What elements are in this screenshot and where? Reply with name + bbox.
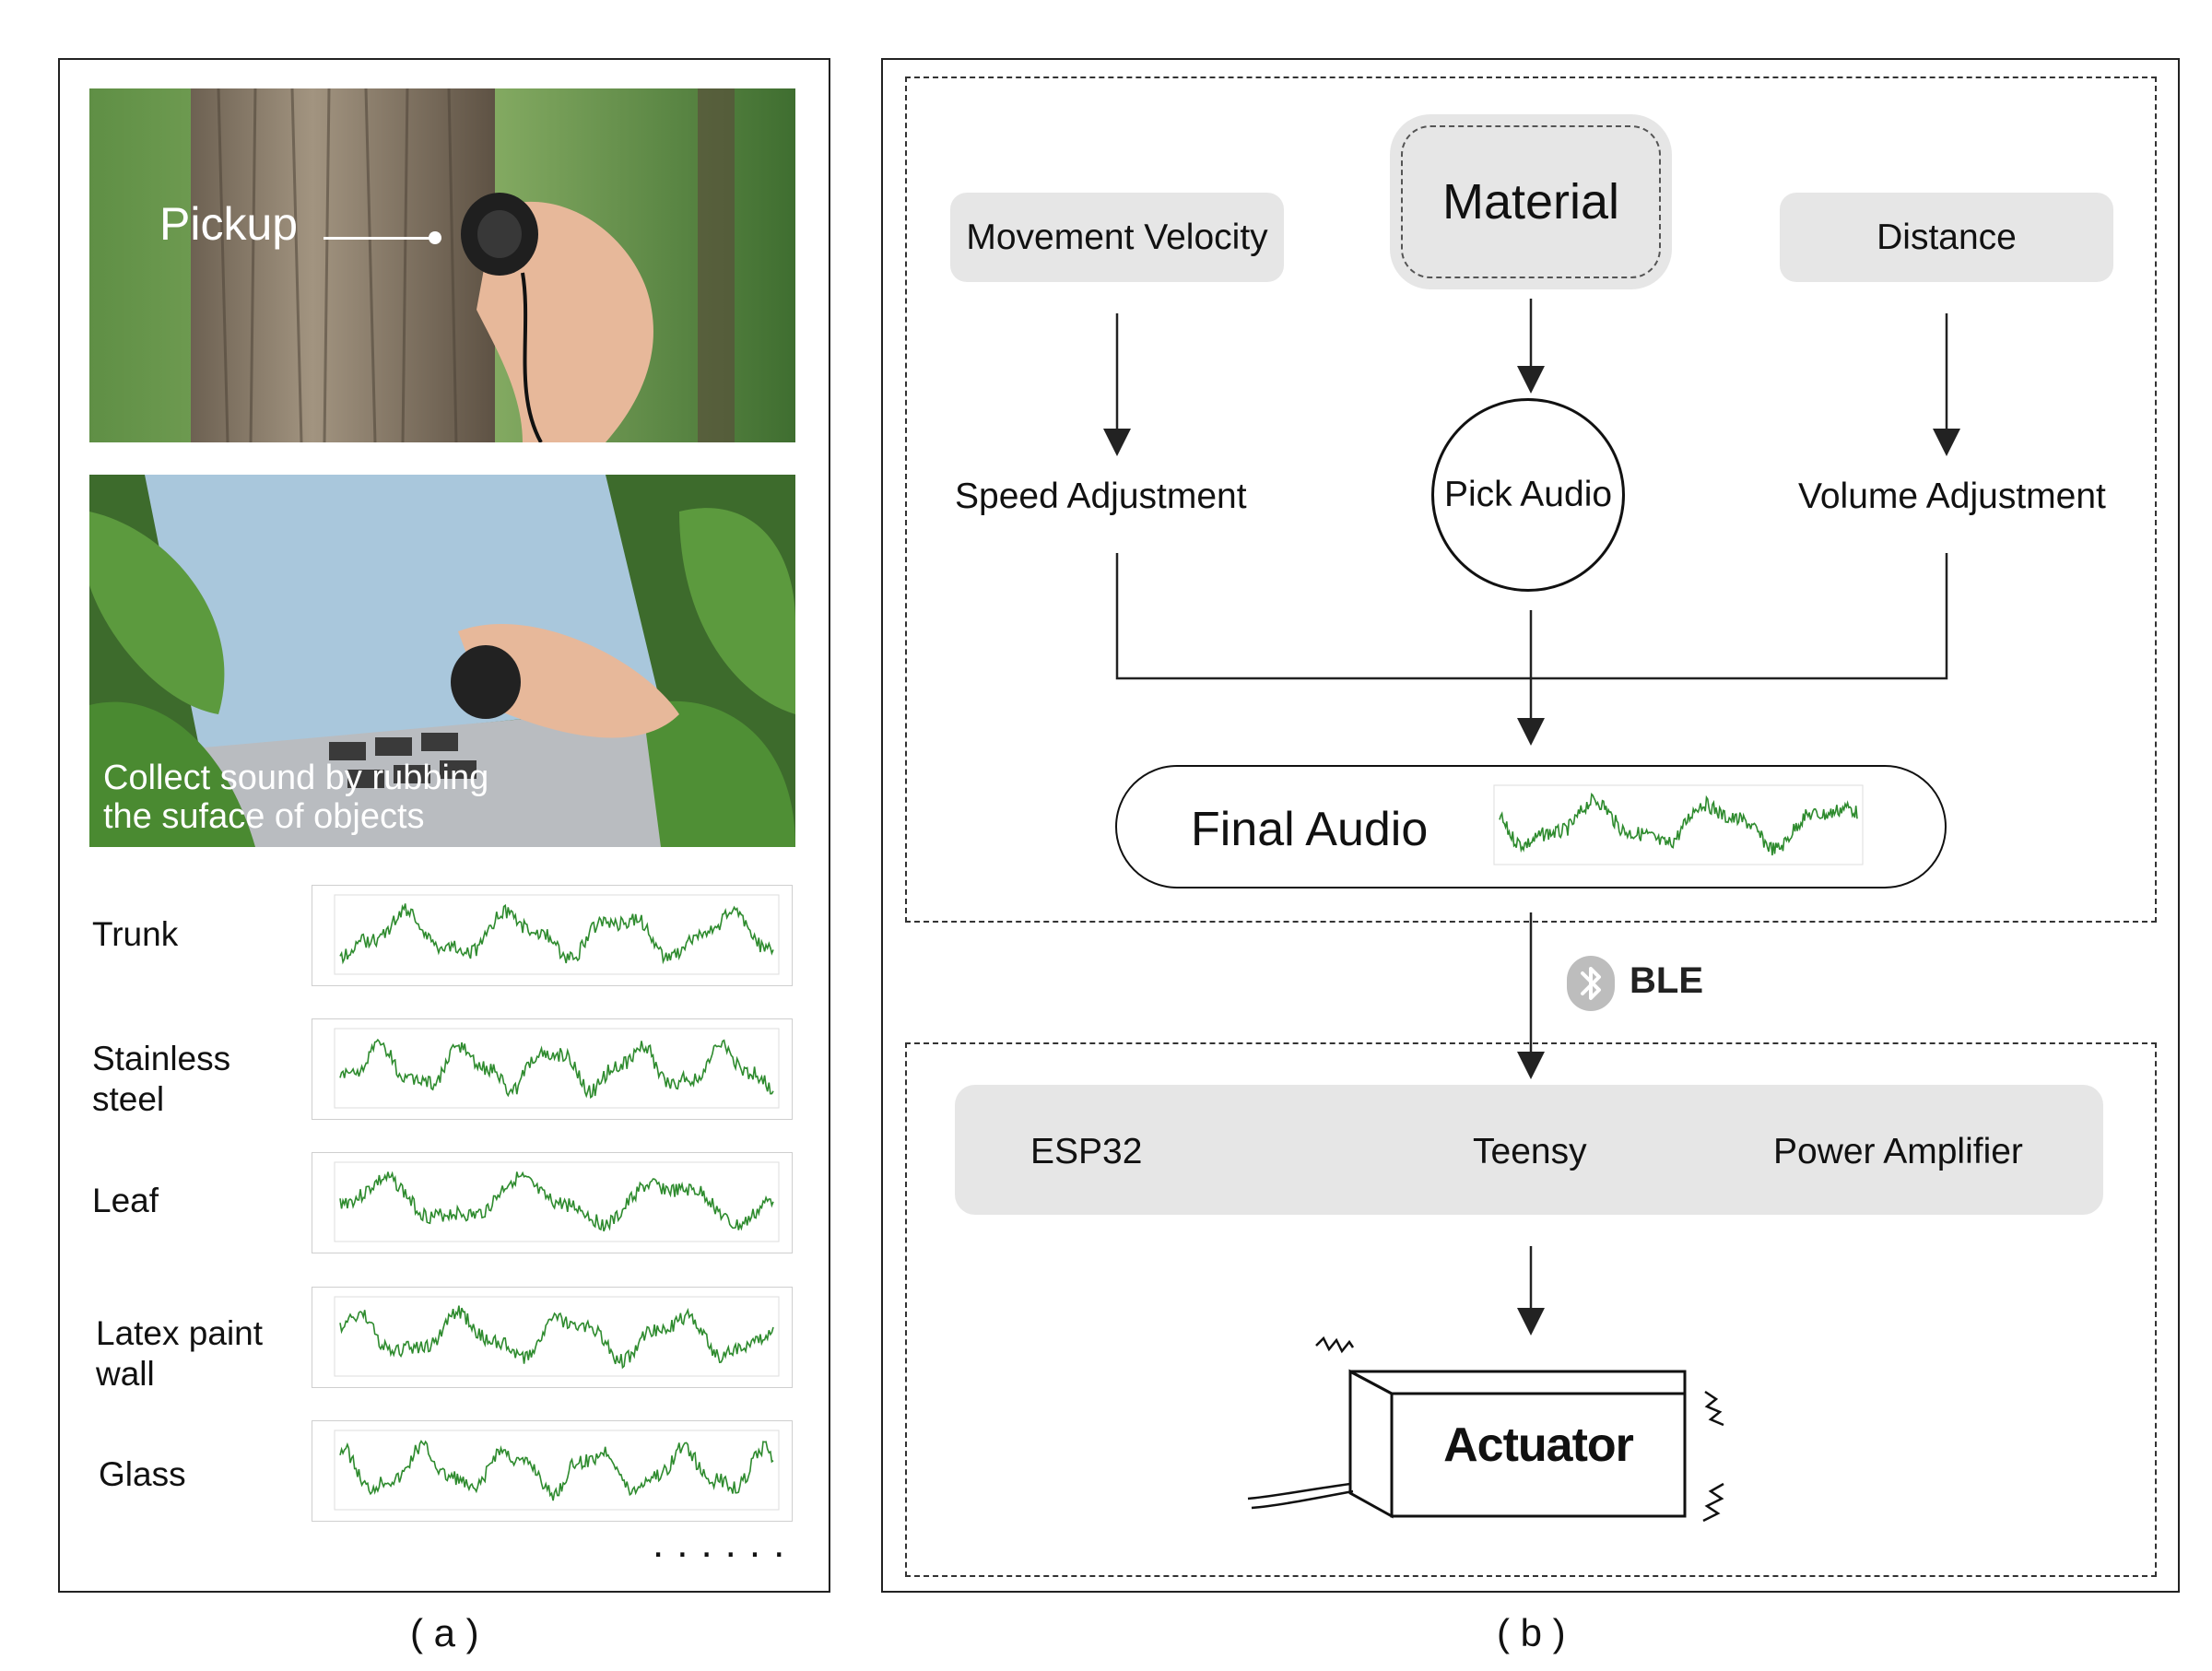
waveform-trace	[1499, 792, 1858, 856]
ble-label: BLE	[1630, 960, 1703, 1001]
power-amplifier-label: Power Amplifier	[1773, 1132, 2023, 1171]
caption-a: ( a )	[410, 1611, 479, 1654]
pickup-photo-illustration	[89, 88, 795, 442]
actuator-illustration	[1247, 1336, 1724, 1523]
pickup-label: Pickup	[159, 198, 299, 250]
waveform-trace	[339, 903, 774, 965]
pick-audio-label: Pick Audio	[1443, 475, 1613, 514]
waveform-trace	[339, 1038, 774, 1100]
panel-b	[881, 58, 2180, 1593]
pick-audio-node: Pick Audio	[1431, 398, 1625, 592]
waveform-stainless-steel-plot	[334, 1028, 780, 1109]
material-label-latex-paint-wall: Latex paint wall	[96, 1314, 264, 1393]
waveform-axes	[334, 1296, 780, 1377]
actuator-label: Actuator	[1443, 1418, 1634, 1472]
pickup-pointer-dot	[429, 231, 441, 244]
final-audio-waveform	[1493, 784, 1864, 865]
pickup-pointer-line	[324, 237, 434, 240]
esp32-label: ESP32	[1030, 1132, 1143, 1171]
waveform-trace	[339, 1440, 774, 1501]
collect-sound-photo-illustration	[89, 475, 795, 847]
waveform-axes	[334, 1161, 780, 1242]
material-node: Material	[1390, 114, 1672, 289]
bluetooth-glyph	[1581, 967, 1601, 1000]
waveform-latex-paint-wall-plot	[334, 1296, 780, 1377]
distance-node: Distance	[1780, 193, 2113, 282]
waveform-trace	[339, 1171, 774, 1232]
volume-adjustment-label: Volume Adjustment	[1798, 477, 2106, 516]
collect-sound-label: Collect sound by rubbing the suface of o…	[103, 759, 489, 836]
teensy-label: Teensy	[1473, 1132, 1587, 1171]
bluetooth-icon	[1567, 956, 1615, 1011]
movement-velocity-node: Movement Velocity	[950, 193, 1284, 282]
waveform-axes	[334, 1430, 780, 1511]
collect-sound-photo: Collect sound by rubbing the suface of o…	[89, 475, 795, 847]
waveform-stainless-steel	[312, 1018, 793, 1120]
waveform-leaf-plot	[334, 1161, 780, 1242]
final-audio-label: Final Audio	[1191, 803, 1429, 856]
waveform-glass-plot	[334, 1430, 780, 1511]
material-label-stainless-steel: Stainless steel	[92, 1040, 231, 1118]
more-materials-ellipsis: ......	[653, 1521, 798, 1566]
waveform-axes	[334, 894, 780, 975]
speed-adjustment-label: Speed Adjustment	[955, 477, 1247, 516]
caption-b: ( b )	[1497, 1611, 1566, 1654]
waveform-trace	[339, 1305, 774, 1370]
waveform-trunk	[312, 885, 793, 986]
waveform-latex-paint-wall	[312, 1287, 793, 1388]
pickup-photo: Pickup	[89, 88, 795, 442]
waveform-leaf	[312, 1152, 793, 1253]
vibration-icon	[1315, 1336, 1724, 1523]
waveform-glass	[312, 1420, 793, 1522]
hardware-chain-bar	[955, 1085, 2103, 1215]
waveform-trunk-plot	[334, 894, 780, 975]
material-label-glass: Glass	[99, 1455, 186, 1493]
final-audio-node: Final Audio	[1115, 765, 1947, 888]
material-label-trunk: Trunk	[92, 915, 179, 953]
material-label-leaf: Leaf	[92, 1182, 159, 1219]
waveform-axes	[334, 1028, 780, 1109]
panel-a	[58, 58, 830, 1593]
waveform-axes	[1493, 784, 1864, 865]
